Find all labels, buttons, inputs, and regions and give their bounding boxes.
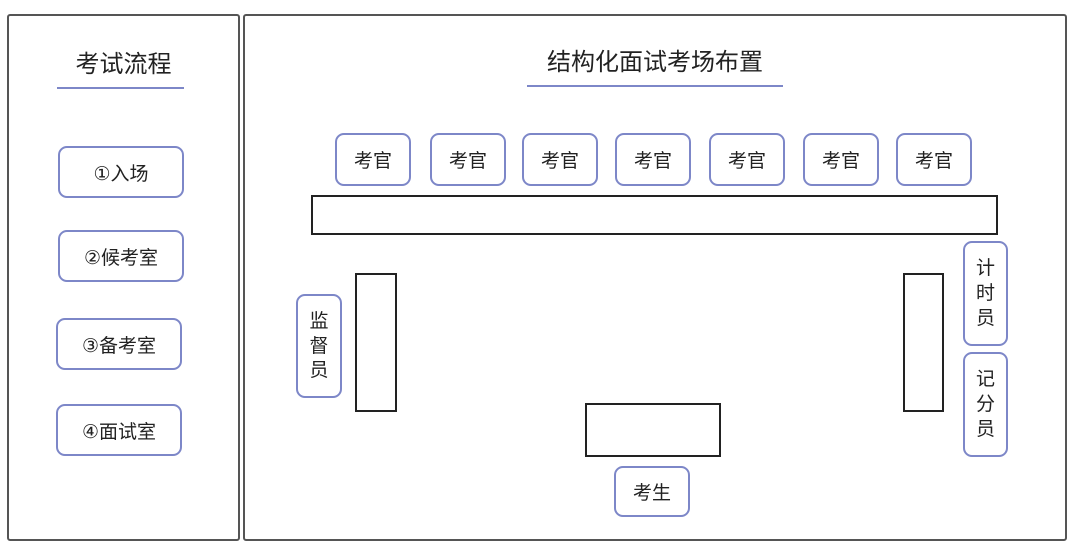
flow-title: 考试流程 — [75, 50, 172, 78]
supervisor-char: 员 — [309, 359, 329, 382]
flow-step-4: ④面试室 — [56, 404, 182, 456]
examiner-1: 考官 — [335, 133, 411, 186]
timer-char: 员 — [975, 306, 995, 329]
examiner-desk — [311, 195, 998, 235]
flow-title-underline — [57, 87, 184, 89]
supervisor-box: 监督员 — [296, 294, 342, 398]
timer-char: 时 — [975, 282, 995, 305]
examiner-4: 考官 — [615, 133, 691, 186]
flow-step-3: ③备考室 — [56, 318, 182, 370]
staff-desk — [903, 273, 944, 412]
timer-box: 计时员 — [963, 241, 1008, 346]
examiner-3: 考官 — [522, 133, 598, 186]
exam-flow-panel — [7, 14, 240, 541]
room-layout-panel — [243, 14, 1067, 541]
candidate-desk — [585, 403, 721, 457]
examiner-5: 考官 — [709, 133, 785, 186]
candidate-box: 考生 — [614, 466, 690, 517]
supervisor-desk — [355, 273, 397, 412]
layout-title: 结构化面试考场布置 — [547, 48, 763, 76]
examiner-6: 考官 — [803, 133, 879, 186]
supervisor-char: 督 — [309, 334, 329, 357]
flow-step-2: ②候考室 — [58, 230, 184, 282]
supervisor-char: 监 — [309, 309, 329, 332]
scorer-box: 记分员 — [963, 352, 1008, 457]
flow-step-1: ①入场 — [58, 146, 184, 198]
examiner-2: 考官 — [430, 133, 506, 186]
scorer-char: 分 — [975, 393, 995, 416]
scorer-char: 记 — [975, 368, 995, 391]
layout-title-underline — [527, 85, 783, 87]
timer-char: 计 — [975, 257, 995, 280]
scorer-char: 员 — [975, 417, 995, 440]
examiner-7: 考官 — [896, 133, 972, 186]
